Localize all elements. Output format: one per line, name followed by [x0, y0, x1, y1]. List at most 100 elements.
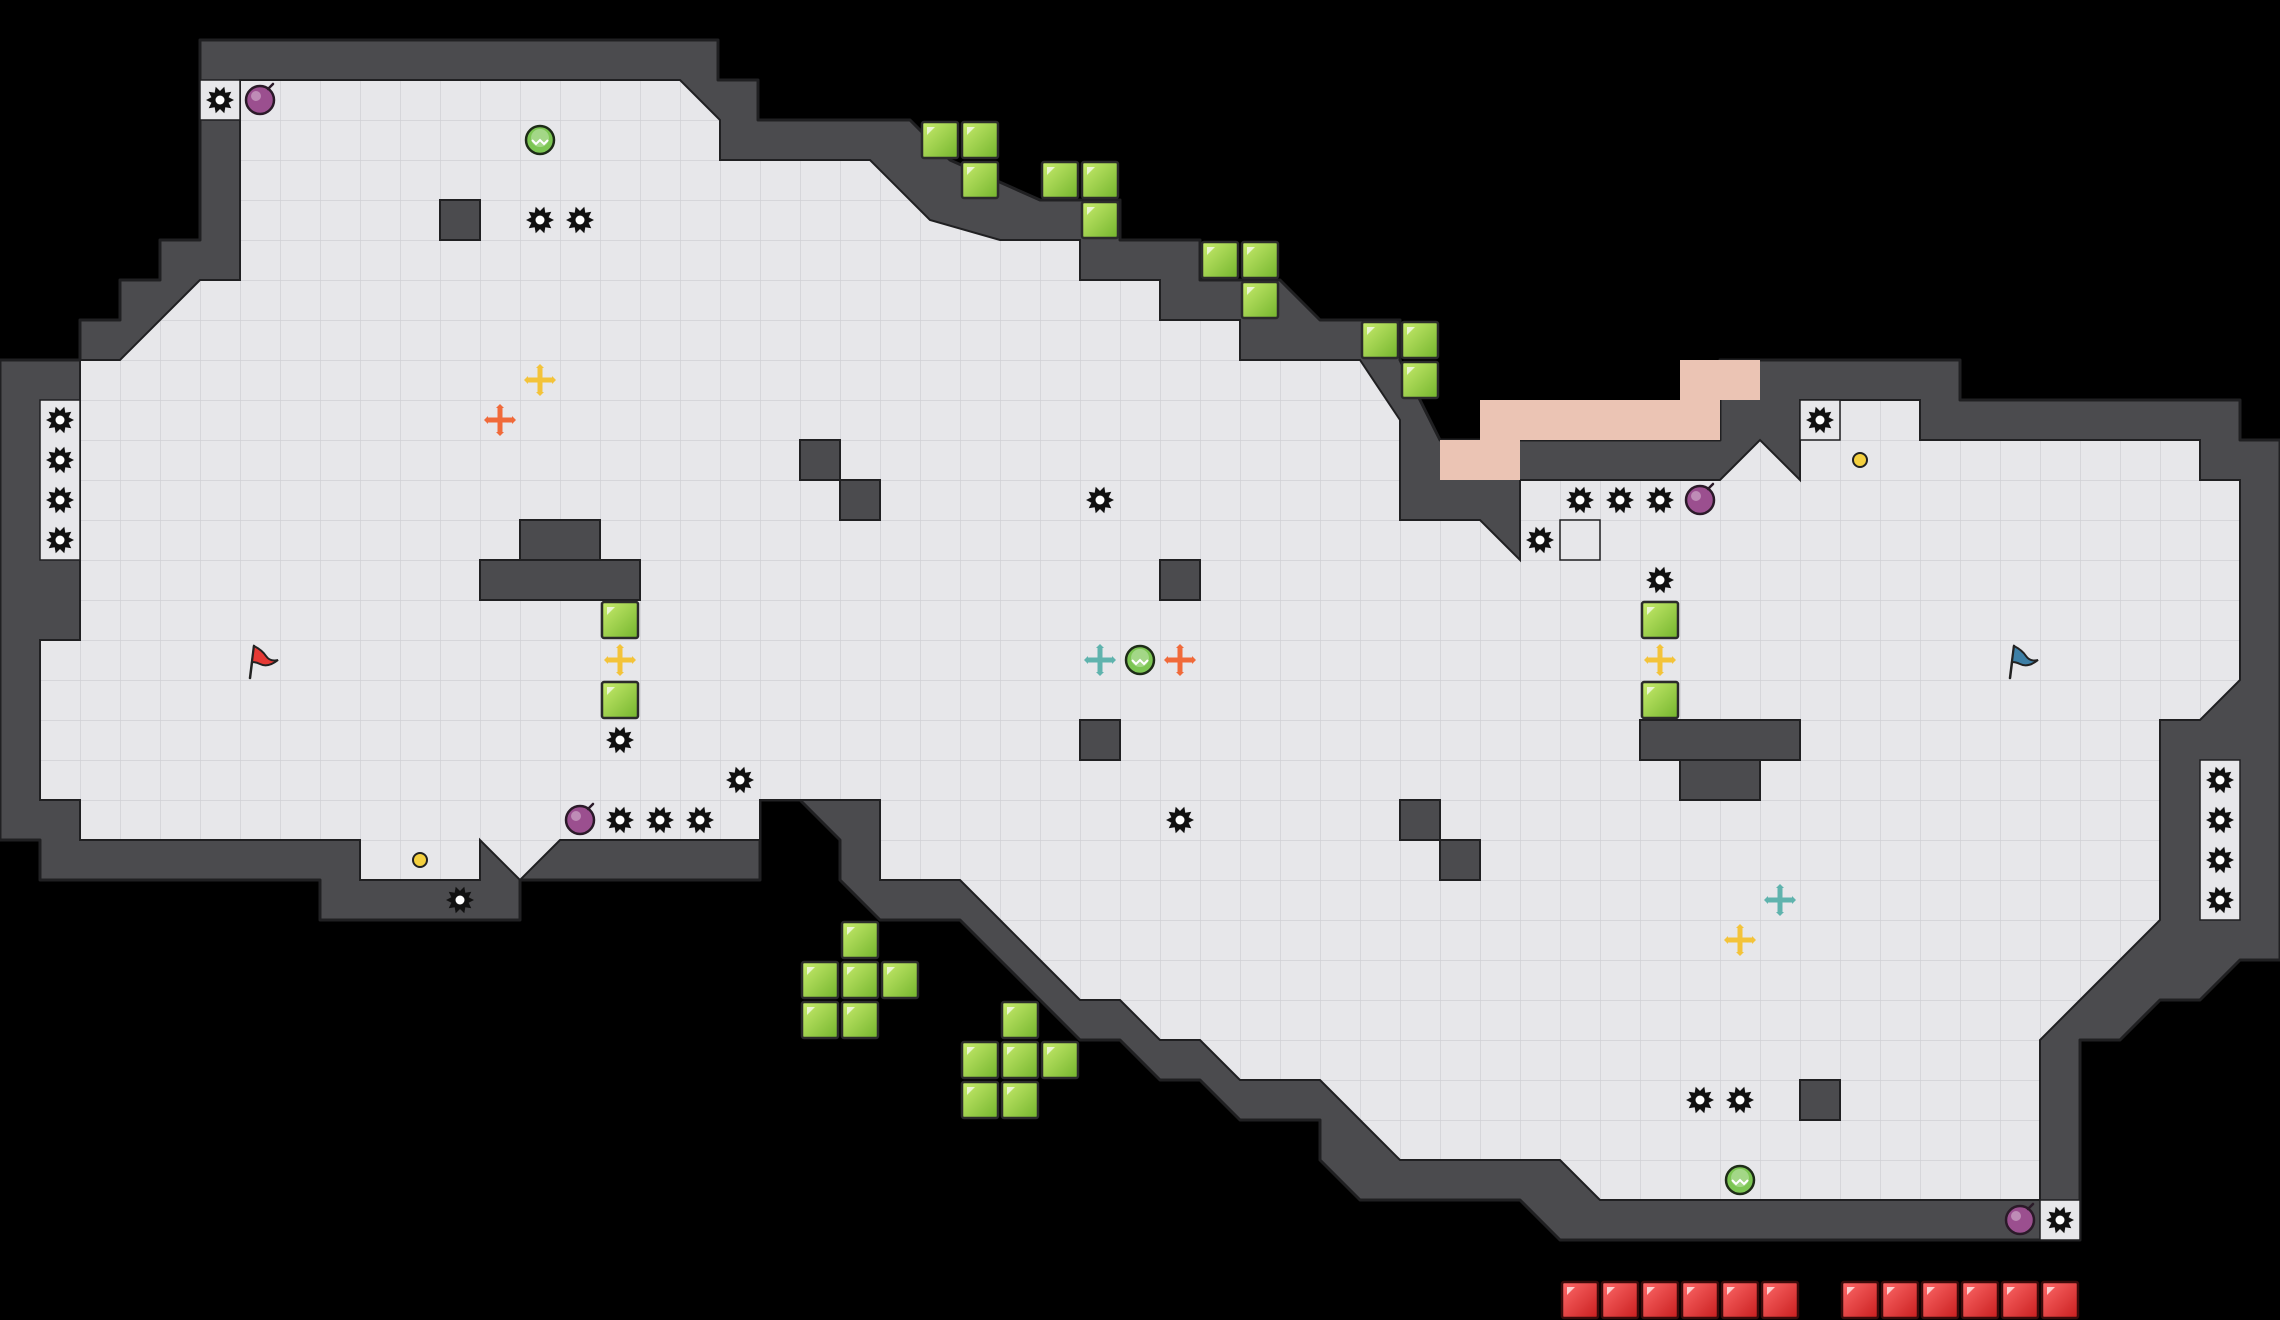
spike-icon: [726, 766, 754, 794]
spike-icon: [46, 446, 74, 474]
boost-pad: [1720, 360, 1760, 400]
crate-block: [1200, 240, 1240, 280]
wall-block: [519, 519, 601, 561]
powerup-cross-icon: [484, 404, 516, 436]
red-block: [2000, 1280, 2040, 1320]
wall-block: [1639, 719, 1801, 761]
spike-icon: [606, 726, 634, 754]
crate-block: [1640, 600, 1680, 640]
crate-block: [840, 920, 880, 960]
spike-icon: [446, 886, 474, 914]
wall-block: [1079, 719, 1121, 761]
powerup-cross-icon: [1724, 924, 1756, 956]
crate-block: [1000, 1040, 1040, 1080]
crate-block: [880, 960, 920, 1000]
spike-icon: [2206, 886, 2234, 914]
spike-icon: [1806, 406, 1834, 434]
red-block-layer: [1560, 1280, 2080, 1320]
spike-icon: [1566, 486, 1594, 514]
powerup-cross-icon: [524, 364, 556, 396]
crate-block: [800, 1000, 840, 1040]
blue-flag-icon: [2008, 644, 2039, 680]
crate-block: [960, 1080, 1000, 1120]
spike-icon: [1726, 1086, 1754, 1114]
crate-block: [1040, 160, 1080, 200]
boost-pad: [1640, 400, 1680, 440]
spike-icon: [2046, 1206, 2074, 1234]
spike-icon: [1646, 566, 1674, 594]
powerup-cross-icon: [604, 644, 636, 676]
boost-pad-layer: [1440, 360, 1760, 480]
arena-floor: [39, 79, 2241, 1201]
spike-icon: [1646, 486, 1674, 514]
boost-pad: [1600, 400, 1640, 440]
interior-wall-blocks: [439, 199, 1841, 1121]
powerup-cross-icon: [1084, 644, 1116, 676]
red-block: [1720, 1280, 1760, 1320]
red-block: [1960, 1280, 2000, 1320]
boost-pad: [1680, 360, 1720, 400]
crate-block: [1640, 680, 1680, 720]
bomb-icon: [244, 82, 276, 116]
red-block: [1840, 1280, 1880, 1320]
crate-block: [960, 160, 1000, 200]
wall-block: [839, 479, 881, 521]
powerup-cross-icon: [1764, 884, 1796, 916]
spike-icon: [46, 486, 74, 514]
crate-block: [1240, 240, 1280, 280]
crate-block: [960, 1040, 1000, 1080]
spike-icon: [1086, 486, 1114, 514]
wall-block: [799, 439, 841, 481]
spike-icon: [1606, 486, 1634, 514]
red-block: [1600, 1280, 1640, 1320]
wall-block: [1679, 759, 1761, 801]
red-block: [1920, 1280, 1960, 1320]
crate-block: [960, 120, 1000, 160]
boost-pad: [1520, 400, 1560, 440]
portal-icon: [1124, 644, 1156, 676]
spike-icon: [1526, 526, 1554, 554]
spike-icon: [646, 806, 674, 834]
spike-icon: [686, 806, 714, 834]
boost-pad: [1440, 440, 1480, 480]
spike-icon: [206, 86, 234, 114]
spike-icon: [1166, 806, 1194, 834]
boost-pad: [1680, 400, 1720, 440]
spike-icon: [2206, 766, 2234, 794]
spike-icon: [46, 406, 74, 434]
red-block: [2040, 1280, 2080, 1320]
wall-block: [479, 559, 641, 601]
spike-icon: [2206, 806, 2234, 834]
wall-block: [1439, 839, 1481, 881]
coin-icon: [1852, 452, 1868, 468]
spike-icon: [606, 806, 634, 834]
crate-block: [1240, 280, 1280, 320]
crate-block: [800, 960, 840, 1000]
crate-block: [1000, 1000, 1040, 1040]
crate-block: [840, 1000, 880, 1040]
spike-icon: [526, 206, 554, 234]
red-block: [1760, 1280, 1800, 1320]
red-flag-icon: [248, 644, 279, 680]
crate-block: [1040, 1040, 1080, 1080]
portal-icon: [1724, 1164, 1756, 1196]
coin-icon: [412, 852, 428, 868]
spike-icon: [566, 206, 594, 234]
spike-icon: [1686, 1086, 1714, 1114]
spike-icon: [46, 526, 74, 554]
arena-floor-layer: [39, 79, 2241, 1201]
red-block: [1680, 1280, 1720, 1320]
red-block: [1880, 1280, 1920, 1320]
wall-block: [1399, 799, 1441, 841]
crate-block: [600, 600, 640, 640]
boost-pad: [1480, 400, 1520, 440]
bomb-icon: [564, 802, 596, 836]
spike-icon: [2206, 846, 2234, 874]
spike-layer: [39, 79, 2241, 1241]
crate-block: [840, 960, 880, 1000]
bomb-icon: [1684, 482, 1716, 516]
crate-block: [1080, 200, 1120, 240]
crate-layer: [600, 120, 1680, 1120]
portal-icon: [524, 124, 556, 156]
